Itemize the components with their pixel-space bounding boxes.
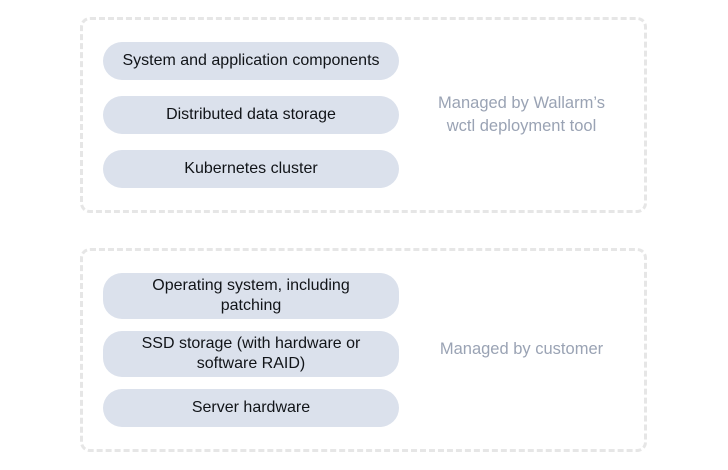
- customer-managed-pill-list: Operating system, including patching SSD…: [103, 273, 399, 427]
- wallarm-managed-caption: Managed by Wallarm’s wctl deployment too…: [438, 93, 605, 135]
- pill-ssd-storage: SSD storage (with hardware or software R…: [103, 331, 399, 377]
- customer-managed-caption: Managed by customer: [439, 340, 604, 359]
- wallarm-managed-group: System and application components Distri…: [80, 17, 647, 213]
- responsibility-diagram: System and application components Distri…: [80, 17, 647, 452]
- pill-distributed-data-storage: Distributed data storage: [103, 96, 399, 134]
- wallarm-managed-label-area: Managed by Wallarm’s wctl deployment too…: [399, 92, 644, 139]
- pill-system-and-application-components: System and application components: [103, 42, 399, 80]
- pill-server-hardware: Server hardware: [103, 389, 399, 427]
- customer-managed-label-area: Managed by customer: [399, 338, 644, 361]
- customer-managed-group: Operating system, including patching SSD…: [80, 248, 647, 452]
- wallarm-managed-pill-list: System and application components Distri…: [103, 42, 399, 188]
- pill-operating-system: Operating system, including patching: [103, 273, 399, 319]
- pill-kubernetes-cluster: Kubernetes cluster: [103, 150, 399, 188]
